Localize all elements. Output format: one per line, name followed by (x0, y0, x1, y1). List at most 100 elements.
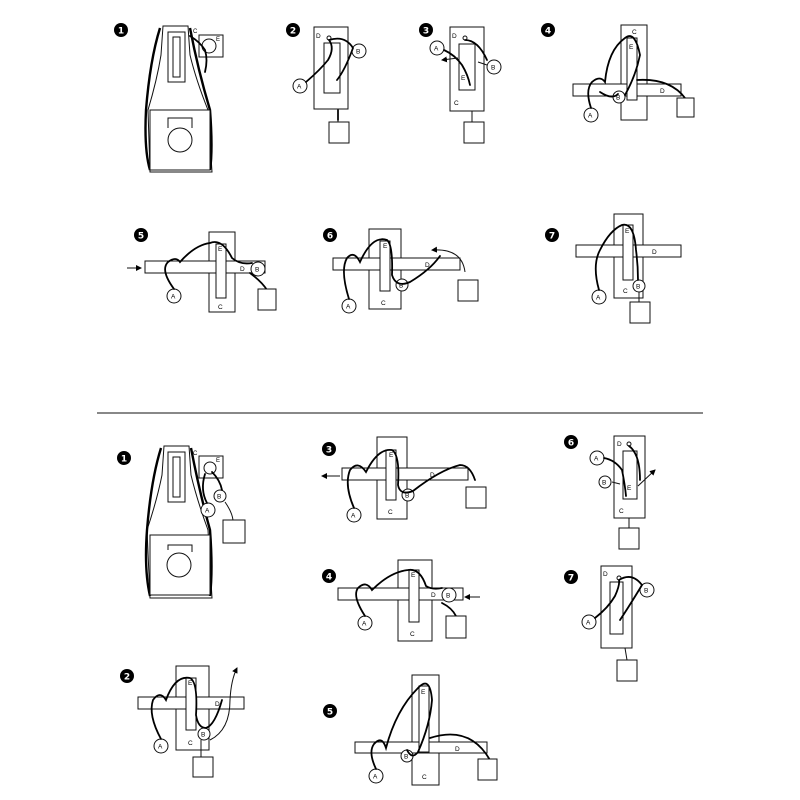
svg-text:6: 6 (327, 232, 333, 242)
svg-text:B: B (255, 267, 259, 274)
svg-text:A: A (586, 620, 591, 627)
ring-b (201, 38, 217, 54)
svg-text:E: E (383, 243, 388, 250)
svg-text:A: A (297, 84, 302, 91)
svg-text:B: B (602, 480, 606, 487)
svg-text:E: E (216, 458, 220, 464)
bottom-step-5: 5 E C D A B (323, 674, 498, 786)
bottle-outline (147, 25, 213, 173)
svg-text:D: D (240, 266, 245, 273)
svg-text:D: D (425, 262, 430, 269)
svg-text:C: C (193, 451, 198, 457)
svg-text:C: C (410, 631, 415, 638)
svg-text:C: C (218, 304, 223, 311)
svg-text:D: D (652, 249, 657, 256)
svg-text:B: B (399, 283, 403, 290)
svg-text:E: E (411, 572, 416, 579)
slot (458, 43, 476, 91)
slot-e (323, 42, 341, 94)
svg-text:B: B (636, 284, 640, 291)
svg-text:E: E (216, 37, 220, 43)
svg-text:4: 4 (545, 27, 551, 37)
svg-text:B: B (217, 494, 221, 501)
svg-text:E: E (188, 680, 193, 687)
svg-text:C: C (454, 100, 459, 107)
svg-text:A: A (362, 621, 367, 628)
svg-text:E: E (461, 75, 466, 82)
svg-text:D: D (215, 701, 220, 708)
svg-text:E: E (625, 228, 630, 235)
svg-text:B: B (405, 493, 409, 500)
svg-text:B: B (644, 588, 648, 595)
svg-text:D: D (430, 472, 435, 479)
weight (328, 121, 350, 144)
svg-text:1: 1 (121, 455, 127, 465)
svg-text:A: A (158, 744, 163, 751)
svg-text:D: D (452, 33, 457, 40)
svg-text:E: E (389, 452, 394, 459)
svg-text:2: 2 (124, 673, 130, 683)
bottle-shade (144, 27, 162, 171)
svg-text:A: A (346, 304, 351, 311)
svg-text:B: B (616, 95, 620, 102)
svg-text:A: A (588, 113, 593, 120)
svg-text:D: D (603, 571, 608, 578)
step-badge (114, 23, 128, 37)
svg-text:3: 3 (423, 27, 429, 37)
top-step-5: 5 E C D B A (127, 228, 277, 313)
bottom-step-6: 6 D E C A B (564, 435, 656, 550)
svg-text:3: 3 (326, 446, 332, 456)
svg-text:D: D (660, 88, 665, 95)
svg-text:E: E (629, 44, 634, 51)
svg-text:B: B (201, 732, 205, 739)
svg-text:C: C (188, 740, 193, 747)
svg-text:5: 5 (138, 232, 144, 242)
bottom-step-4: 4 E C D B A (322, 559, 480, 642)
top-step-3: 3 D E C A B (419, 23, 502, 144)
svg-text:B: B (404, 754, 408, 761)
svg-text:C: C (193, 29, 198, 35)
svg-text:C: C (623, 288, 628, 295)
svg-text:2: 2 (290, 27, 296, 37)
svg-text:D: D (455, 746, 460, 753)
svg-text:C: C (632, 29, 637, 36)
svg-text:D: D (617, 441, 622, 448)
top-step-1: 1 C E (114, 23, 224, 173)
svg-text:7: 7 (549, 232, 555, 242)
svg-text:C: C (388, 509, 393, 516)
svg-text:A: A (351, 513, 356, 520)
svg-text:B: B (356, 49, 360, 56)
top-step-6: 6 E C D A B (323, 228, 479, 314)
top-step-7: 7 E C D A B (545, 213, 682, 324)
ring-a (292, 78, 308, 94)
svg-text:6: 6 (568, 439, 574, 449)
svg-text:E: E (627, 485, 632, 492)
svg-text:A: A (594, 456, 599, 463)
bar-d (332, 257, 461, 271)
svg-text:E: E (421, 689, 426, 696)
bottom-step-3: 3 E C D A B (321, 436, 487, 523)
bottom-step-2: 2 E C D A B (120, 665, 245, 778)
svg-text:E: E (218, 246, 223, 253)
svg-text:D: D (431, 592, 436, 599)
bottom-step-1: 1 C E A B (117, 445, 246, 599)
svg-text:A: A (171, 294, 176, 301)
svg-text:A: A (373, 774, 378, 781)
svg-text:C: C (422, 774, 427, 781)
step-number: 1 (118, 27, 124, 37)
svg-text:5: 5 (327, 708, 333, 718)
svg-text:A: A (434, 46, 439, 53)
svg-text:D: D (316, 33, 321, 40)
slot (172, 36, 181, 78)
svg-text:C: C (619, 508, 624, 515)
hole (167, 127, 193, 153)
top-step-4: 4 C E D A B (541, 23, 695, 123)
svg-text:4: 4 (326, 573, 332, 583)
svg-text:7: 7 (568, 574, 574, 584)
svg-text:B: B (491, 65, 495, 72)
svg-text:B: B (446, 593, 450, 600)
top-step-2: 2 D A B (286, 23, 367, 144)
svg-text:A: A (205, 508, 210, 515)
svg-text:C: C (381, 300, 386, 307)
